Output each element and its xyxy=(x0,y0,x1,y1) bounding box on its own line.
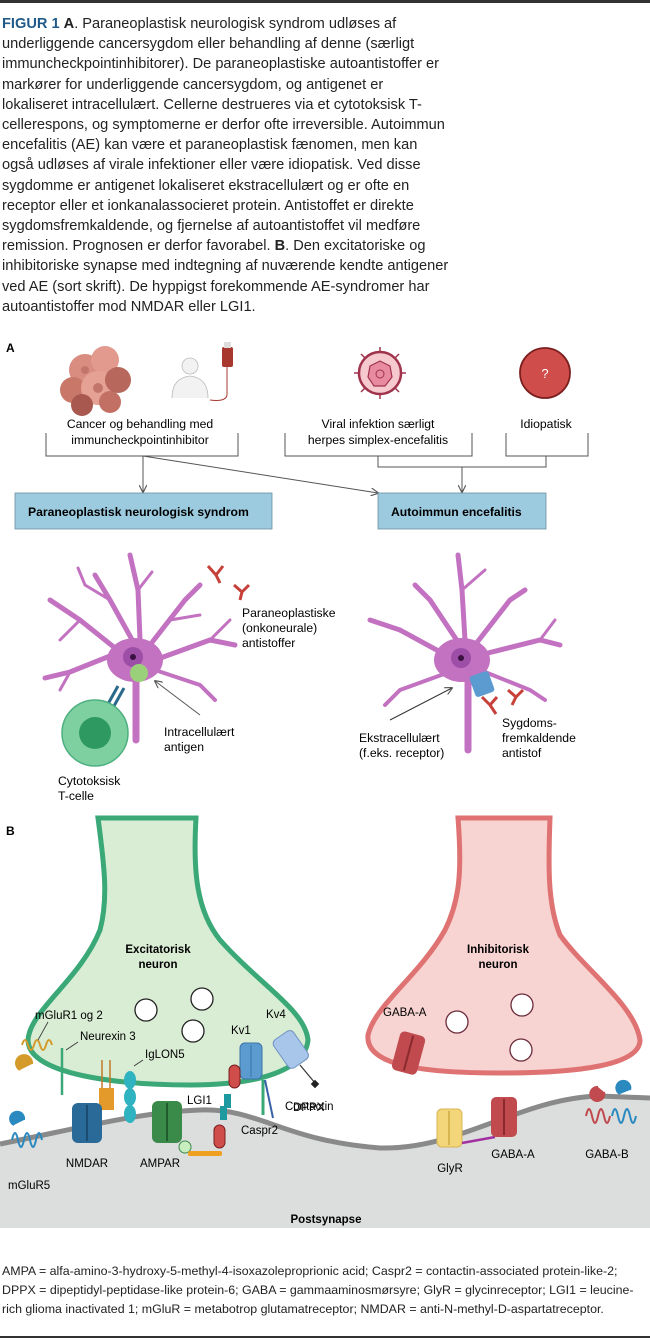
inhibitory-label-2: neuron xyxy=(479,959,518,971)
caption-part-a-text: . Paraneoplastisk neurologisk syndrom ud… xyxy=(2,16,445,255)
glyr-label: GlyR xyxy=(437,1163,463,1175)
question-mark-icon: ? xyxy=(519,347,571,399)
stargazin-icon xyxy=(178,1140,192,1154)
patient-infusion-icon xyxy=(171,342,233,401)
gephyrin-link xyxy=(461,1135,496,1145)
outcome-ae-label: Autoimmun encefalitis xyxy=(391,505,522,519)
paraneoplastic-antibody-label-3: antistoffer xyxy=(242,636,295,650)
nmdar-label: NMDAR xyxy=(66,1158,108,1170)
kv1-channel xyxy=(239,1042,263,1080)
ampar-receptor xyxy=(152,1101,182,1143)
intracellular-antigen-label-2: antigen xyxy=(164,740,204,754)
tcell-receptor-icon xyxy=(106,685,126,707)
figure-label: FIGUR 1 xyxy=(2,16,60,32)
figure-illustration: A ? Cancer og behandling xyxy=(0,341,650,1228)
top-rule xyxy=(0,0,650,3)
panel-a-label: A xyxy=(6,341,15,355)
receptor-pointer xyxy=(389,688,452,721)
antibody-icon xyxy=(206,565,251,601)
svg-text:?: ? xyxy=(541,366,548,381)
antigen-pointer xyxy=(155,681,201,716)
adam-protein-post xyxy=(213,1124,226,1149)
cause-viral-line1: Viral infektion særligt xyxy=(322,417,436,431)
psd95-scaffold xyxy=(188,1151,222,1156)
caption-part-b-label: B xyxy=(274,238,286,255)
cause-cancer-line1: Cancer og behandling med xyxy=(67,417,213,431)
excitatory-neuron xyxy=(25,815,311,1088)
pathogenic-antibody-icon xyxy=(480,688,525,715)
inhibitory-neuron xyxy=(365,815,643,1076)
neurexin-ligand xyxy=(99,1060,114,1110)
mglur5-receptor xyxy=(9,1110,43,1148)
extracellular-label-1: Ekstracellulært xyxy=(359,731,440,745)
abbreviation-legend: AMPA = alfa-amino-3-hydroxy-5-methyl-4-i… xyxy=(2,1264,634,1316)
pathogenic-antibody-label-2: fremkaldende xyxy=(502,731,576,745)
outcome-box-pns xyxy=(14,492,273,530)
excitatory-label-1: Excitatorisk xyxy=(125,944,191,956)
caption-part-b-text: . Den excitatoriske og inhibitoriske syn… xyxy=(2,238,449,315)
pathogenic-antibody-label-1: Sygdoms- xyxy=(502,716,557,730)
caspr2-label: Caspr2 xyxy=(241,1125,278,1137)
cause-cancer-line2: immuncheckpointinhibitor xyxy=(71,433,209,447)
contactin-protein xyxy=(264,1079,274,1119)
synaptic-vesicles-inhibitory xyxy=(445,993,534,1062)
paraneoplastic-antibody-label-2: (onkoneurale) xyxy=(242,621,317,635)
flow-connectors xyxy=(45,433,589,493)
gaba-a-post-label: GABA-A xyxy=(491,1149,535,1161)
iglon5-protein xyxy=(124,1071,136,1123)
extracellular-receptor-icon xyxy=(469,671,495,697)
mglur1-label: mGluR1 og 2 xyxy=(35,1010,103,1022)
lgi1-protein xyxy=(220,1094,231,1120)
excitatory-label-2: neuron xyxy=(139,959,178,971)
outcome-pns-label: Paraneoplastisk neurologisk syndrom xyxy=(28,505,249,519)
caption-part-a-label: A xyxy=(63,16,75,32)
cause-idiopathic: Idiopatisk xyxy=(520,417,572,431)
iglon5-label: IgLON5 xyxy=(145,1049,185,1061)
dppx-protein xyxy=(310,1079,320,1089)
neuron-left xyxy=(42,552,238,744)
pathogenic-antibody-label-3: antistof xyxy=(502,746,542,760)
mglur1-receptor xyxy=(15,1039,53,1071)
gaba-b-label: GABA-B xyxy=(585,1149,629,1161)
contactin-label: Contactin xyxy=(285,1101,334,1113)
gaba-b-receptor xyxy=(585,1079,637,1124)
cause-viral-line2: herpes simplex-encefalitis xyxy=(308,433,448,447)
tcell-label-1: Cytotoksisk xyxy=(58,774,121,788)
glyr-receptor xyxy=(436,1108,463,1148)
ampar-label: AMPAR xyxy=(140,1158,180,1170)
postsynapse-label: Postsynapse xyxy=(291,1214,362,1226)
kv1-label: Kv1 xyxy=(231,1025,251,1037)
virus-icon xyxy=(354,347,406,399)
figure-caption: FIGUR 1 A. Paraneoplastisk neurologisk s… xyxy=(2,14,452,317)
panel-b-label: B xyxy=(6,824,15,838)
gaba-a-presynaptic-receptor xyxy=(391,1031,426,1075)
cancer-cells-icon xyxy=(60,346,131,416)
synaptic-vesicles-excitatory xyxy=(134,987,214,1043)
lgi1-label: LGI1 xyxy=(187,1095,212,1107)
adam-protein-pre xyxy=(228,1064,241,1089)
gaba-a-postsynaptic-receptor xyxy=(491,1097,517,1137)
mglur5-label: mGluR5 xyxy=(8,1180,50,1192)
paraneoplastic-antibody-label-1: Paraneoplastiske xyxy=(242,606,336,620)
nmdar-receptor xyxy=(72,1103,102,1143)
extracellular-label-2: (f.eks. receptor) xyxy=(359,746,444,760)
neuron-right xyxy=(367,552,563,754)
dppx-label: DPPX xyxy=(293,1102,325,1114)
gaba-a-pre-label: GABA-A xyxy=(383,1007,427,1019)
kv4-label: Kv4 xyxy=(266,1009,286,1021)
intracellular-antigen-icon xyxy=(130,664,148,682)
outcome-box-ae xyxy=(377,492,547,530)
kv4-channel xyxy=(272,1030,309,1069)
inhibitory-label-1: Inhibitorisk xyxy=(467,944,530,956)
intracellular-antigen-label-1: Intracellulært xyxy=(164,725,235,739)
bottom-rule xyxy=(0,1336,650,1338)
tcell-label-2: T-celle xyxy=(58,789,94,803)
neurexin3-label: Neurexin 3 xyxy=(80,1031,136,1043)
